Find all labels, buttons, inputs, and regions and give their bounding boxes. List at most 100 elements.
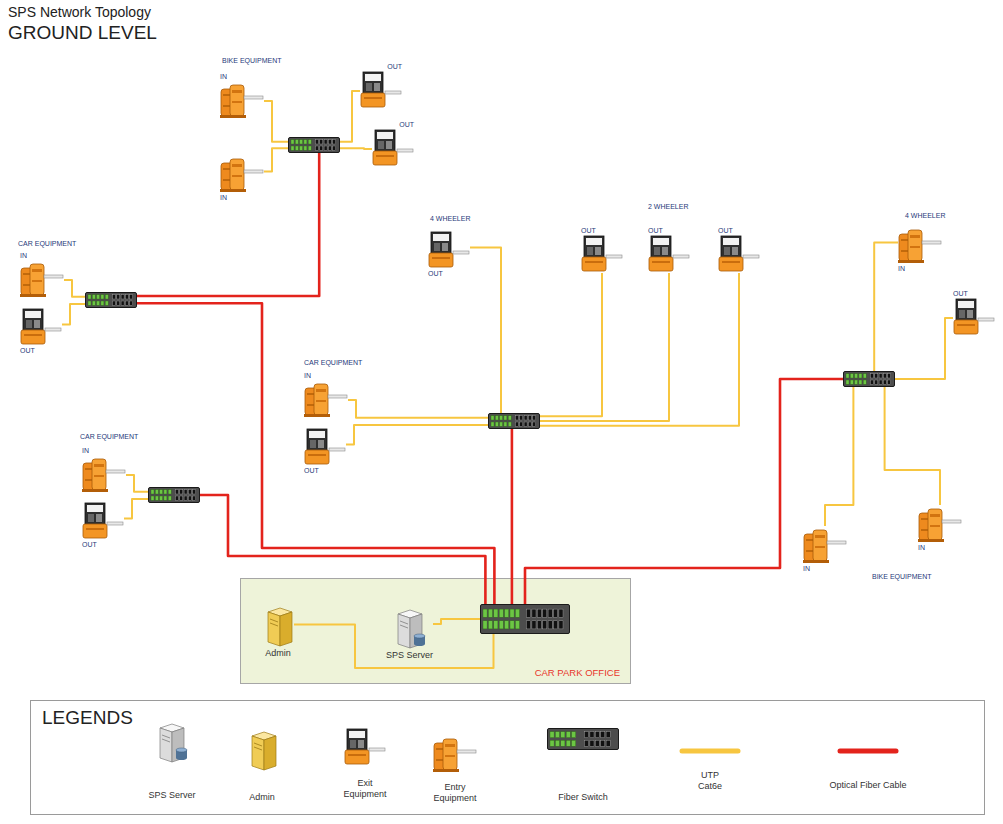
switch-icon-part	[328, 146, 331, 150]
exit-icon-part	[959, 310, 965, 318]
fiber-switch	[488, 413, 540, 429]
entry-icon-part	[942, 520, 961, 523]
switch-icon-part	[97, 295, 100, 299]
group-label: 4 WHEELER	[430, 214, 470, 223]
entry-equipment: IN	[304, 371, 348, 418]
equipment-label: OUT	[648, 226, 663, 235]
switch-icon-part	[533, 422, 536, 426]
exit-icon-part	[385, 91, 401, 94]
exit-equipment: OUT	[304, 428, 346, 475]
utp-line	[294, 625, 494, 669]
utp-cable	[264, 148, 288, 171]
utp-line	[540, 273, 739, 426]
exit-icon-part	[431, 232, 451, 254]
exit-icon-part	[310, 440, 316, 448]
entry-icon-part	[910, 235, 920, 238]
exit-icon-part	[365, 74, 381, 81]
legend-sample-part	[457, 750, 476, 753]
utp-line	[348, 400, 488, 418]
entry-icon-part	[244, 170, 263, 173]
fiber-cable	[137, 153, 319, 296]
equipment-label: IN	[304, 371, 311, 380]
switch-icon-part	[888, 380, 891, 384]
exit-icon-part	[307, 429, 327, 451]
utp-cable	[340, 91, 360, 142]
switch-icon-part	[316, 140, 319, 144]
switch-icon-part	[113, 295, 116, 299]
utp-cable	[540, 273, 669, 421]
switch-icon-part	[300, 140, 303, 144]
switch-icon-part	[532, 609, 536, 617]
entry-icon-part	[803, 560, 829, 563]
entry-icon-part	[232, 90, 242, 93]
utp-line	[825, 387, 853, 526]
switch-icon-part	[524, 416, 527, 420]
exit-icon-part	[958, 301, 974, 308]
equipment-label: OUT	[953, 289, 968, 298]
legend-text: Exit Equipment	[340, 778, 390, 800]
exit-icon-part	[724, 247, 730, 255]
exit-icon-part	[329, 448, 345, 451]
switch-icon-part	[117, 301, 120, 305]
switch-icon-part	[160, 490, 163, 494]
level-title: GROUND LEVEL	[8, 21, 157, 45]
entry-icon-part	[44, 275, 63, 278]
admin-pc: Admin	[262, 606, 294, 659]
equipment-label: OUT	[304, 466, 319, 475]
fiber-line	[511, 429, 514, 604]
legend-sample-part	[566, 732, 570, 738]
exit-icon-part	[585, 261, 603, 263]
server-icon-part	[398, 614, 410, 648]
switch-icon	[488, 413, 540, 429]
exit-icon-part	[88, 514, 94, 522]
group-label: BIKE EQUIPMENT	[222, 56, 282, 65]
entry-equipment: IN	[220, 72, 264, 119]
switch-icon-part	[184, 490, 187, 494]
entry-icon-part	[82, 489, 108, 492]
entry-icon	[803, 526, 847, 564]
utp-cable	[124, 499, 148, 519]
legend-sample-part	[840, 749, 896, 754]
utp-line	[885, 387, 940, 505]
utp-cable	[294, 625, 494, 669]
exit-equipment: OUT	[20, 308, 62, 355]
exit-icon-part	[595, 247, 601, 255]
switch-icon-part	[113, 301, 116, 305]
entry-icon-part	[898, 260, 924, 263]
exit-icon	[718, 235, 760, 273]
switch-icon-part	[295, 146, 298, 150]
switch-icon-part	[516, 416, 519, 420]
legend-sample-part	[566, 740, 570, 746]
switch-icon-part	[879, 374, 882, 378]
switch-icon-part	[168, 490, 171, 494]
switch-icon-part	[164, 490, 167, 494]
switch-icon-part	[494, 609, 498, 617]
exit-icon-part	[363, 72, 383, 94]
switch-icon-part	[328, 140, 331, 144]
switch-icon-part	[130, 301, 133, 305]
exit-equipment: OUT	[372, 120, 414, 167]
switch-icon-part	[875, 380, 878, 384]
group-label: CAR EQUIPMENT	[80, 432, 138, 441]
exit-icon-part	[34, 320, 40, 328]
entry-icon-part	[230, 159, 244, 190]
switch-icon-part	[176, 496, 179, 500]
group-label: CAR EQUIPMENT	[18, 239, 76, 248]
switch-icon-part	[855, 374, 858, 378]
exit-icon-part	[743, 255, 759, 258]
server-icon-part	[400, 625, 408, 628]
switch-icon-part	[92, 301, 95, 305]
switch-icon-part	[324, 140, 327, 144]
switch-icon-part	[483, 621, 487, 629]
switch-icon-part	[121, 301, 124, 305]
exit-icon-part	[662, 247, 668, 255]
switch-icon-part	[88, 295, 91, 299]
equipment-label: IN	[918, 543, 925, 552]
entry-equipment: IN	[898, 226, 942, 273]
exit-icon-part	[45, 328, 61, 331]
switch-icon-part	[180, 496, 183, 500]
fiber-switch	[288, 137, 340, 153]
utp-line	[340, 91, 360, 142]
switch-icon-part	[859, 374, 862, 378]
exit-icon-part	[21, 330, 45, 344]
